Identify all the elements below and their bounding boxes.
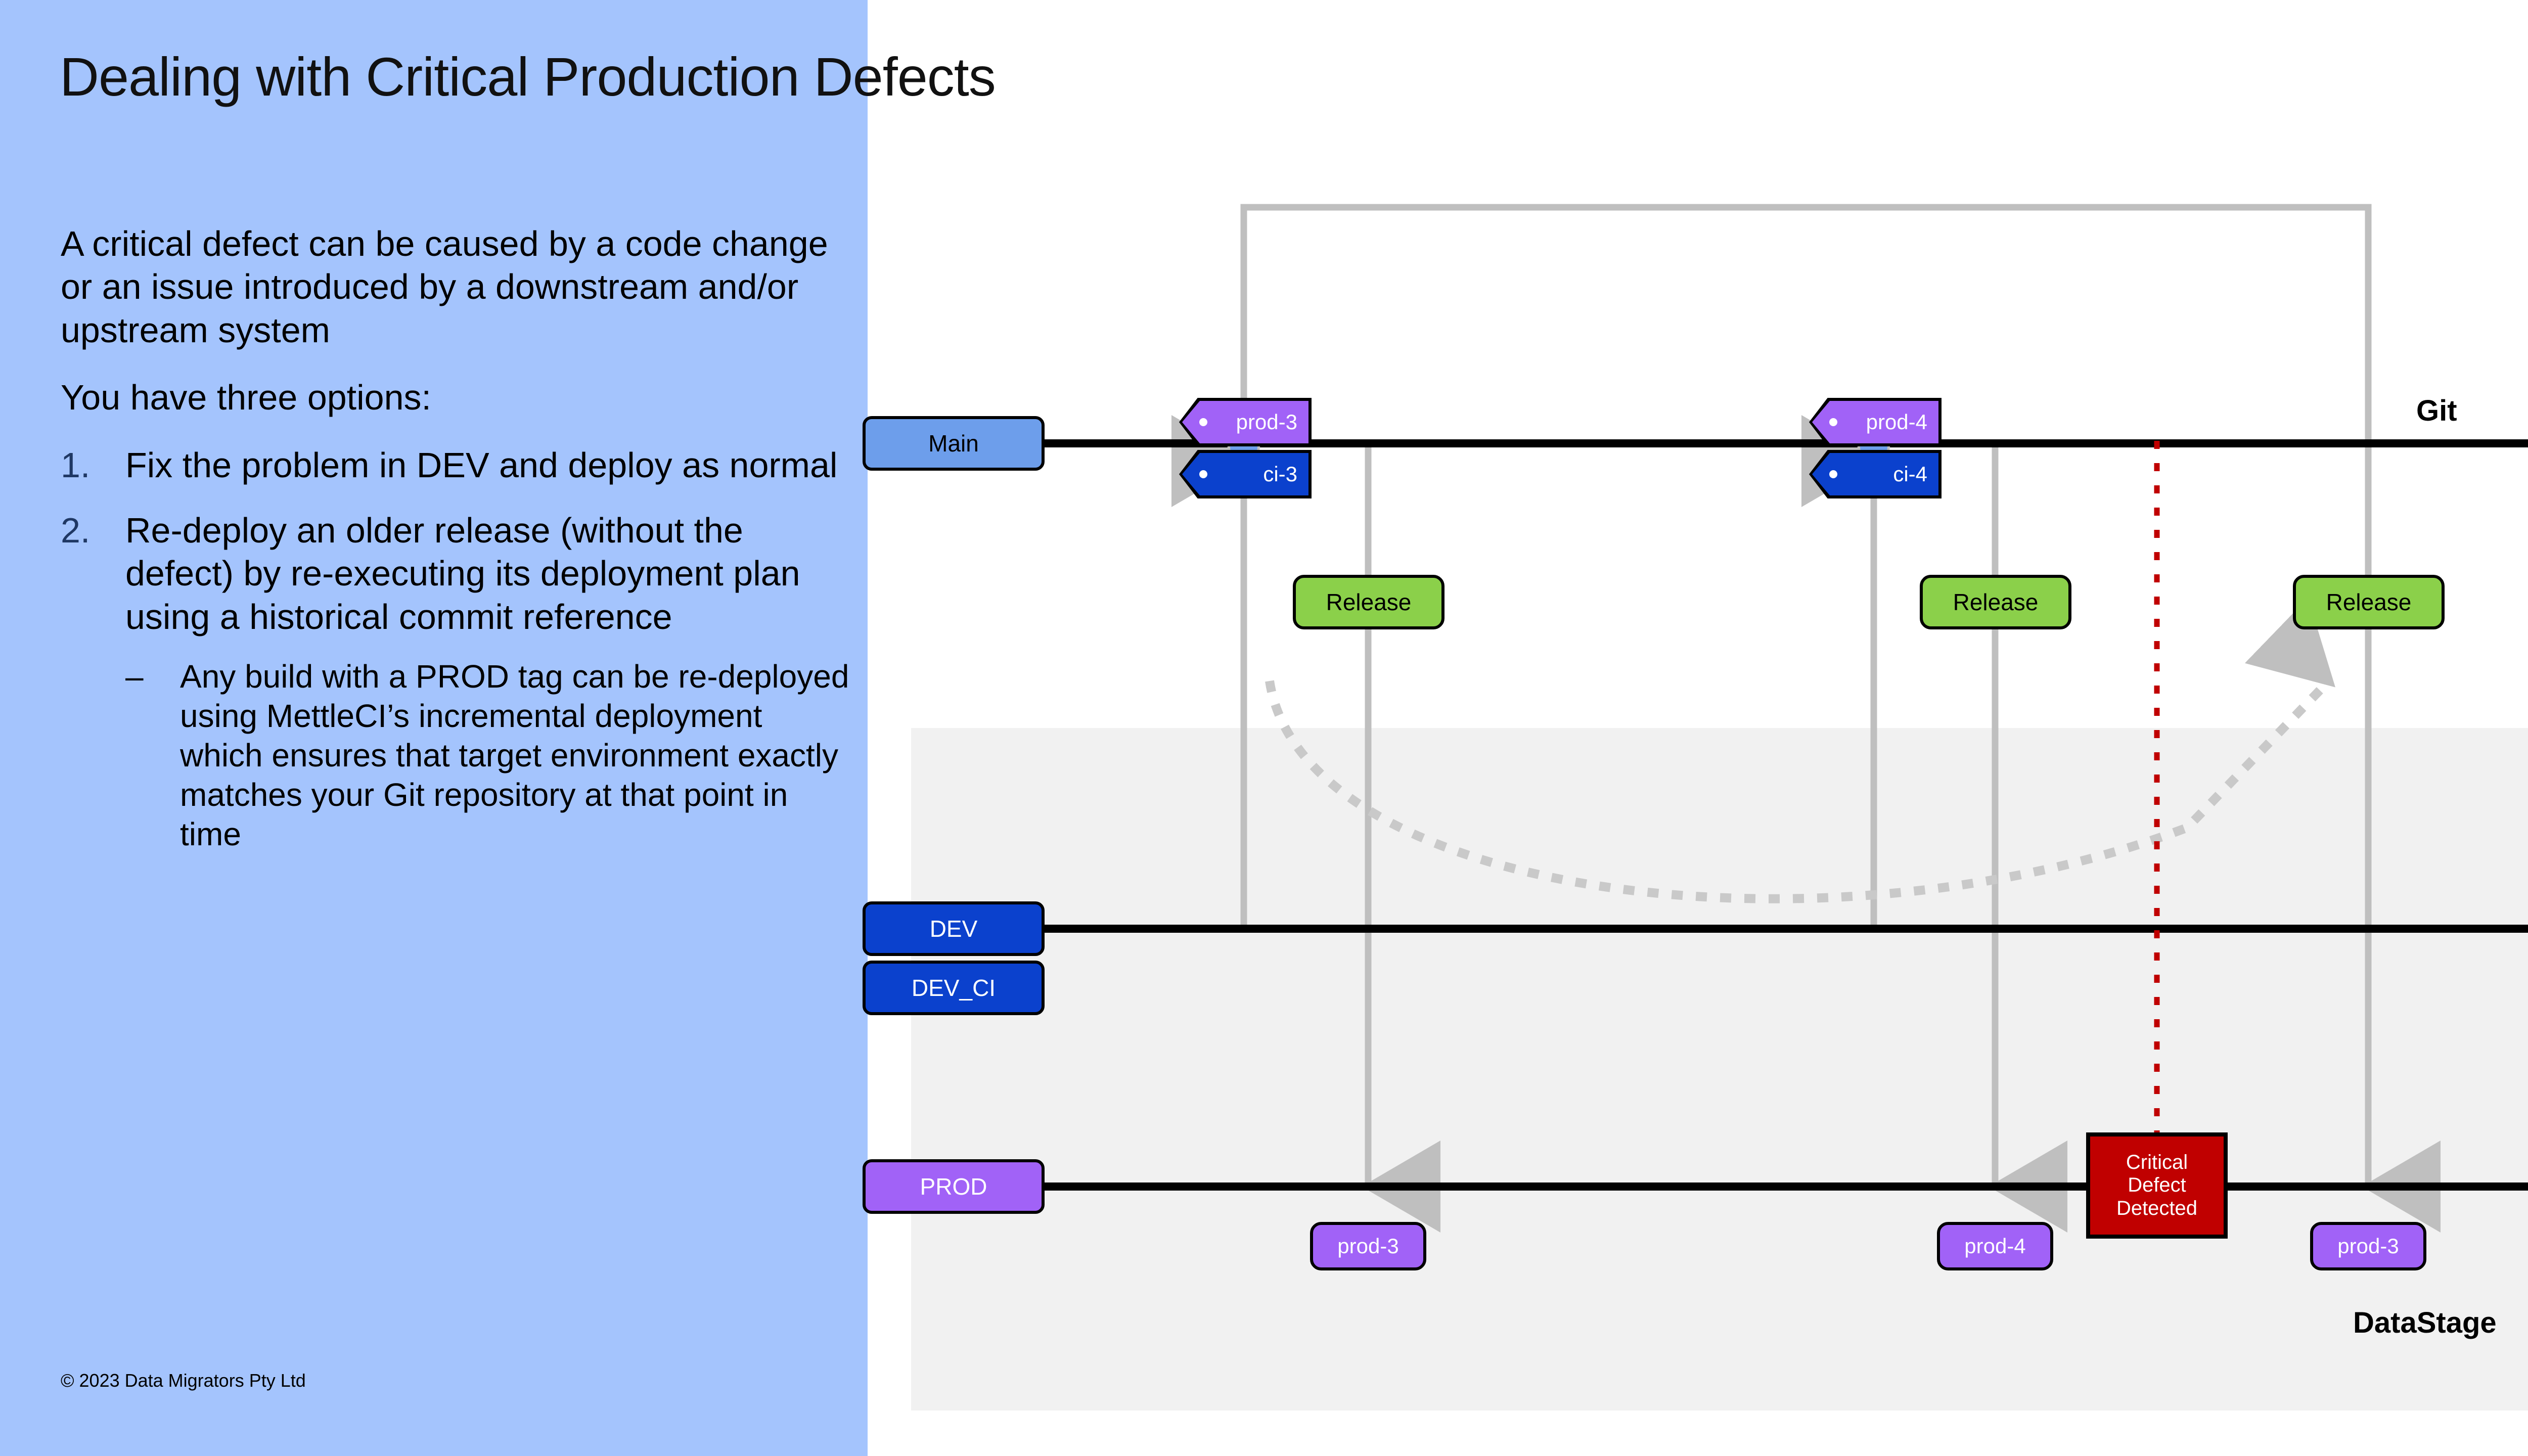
option-number-1: 1.: [61, 445, 91, 485]
git-section-title-text: Git: [2416, 394, 2457, 427]
release-box-3[interactable]: Release: [2293, 575, 2445, 629]
git-tag-ci-4-label: ci-4: [1893, 462, 1927, 486]
sub-bullet-text: Any build with a PROD tag can be re-depl…: [180, 658, 849, 853]
git-tag-dot: [1199, 470, 1207, 478]
git-tag-prod-4-label: prod-4: [1866, 410, 1927, 434]
lead-in-paragraph: You have three options:: [61, 378, 431, 418]
git-tag-dot: [1829, 470, 1837, 478]
critical-defect-line-3: Detected: [2116, 1197, 2198, 1219]
datastage-band: [911, 728, 2528, 1410]
git-tag-prod-4[interactable]: prod-4: [1812, 401, 1938, 443]
sub-bullet-marker: –: [125, 658, 144, 695]
connector-rollback-path: [1240, 204, 2372, 575]
prod-tag-box-3-label: prod-3: [2337, 1234, 2399, 1258]
git-tag-ci-4[interactable]: ci-4: [1812, 453, 1938, 495]
branch-label-dev-text: DEV: [929, 916, 978, 942]
slide-left-panel: Dealing with Critical Production Defects…: [0, 0, 996, 1456]
datastage-section-title: DataStage: [2353, 1306, 2497, 1340]
option-item-2: 2. Re-deploy an older release (without t…: [61, 509, 849, 854]
release-box-3-label: Release: [2326, 589, 2412, 615]
branch-label-dev-ci[interactable]: DEV_CI: [863, 961, 1045, 1015]
prod-tag-box-2[interactable]: prod-4: [1937, 1222, 2053, 1270]
git-datastage-diagram: prod-3 ci-3 prod-4 ci-4 Main DEV DEV_CI …: [863, 175, 2528, 1456]
branch-label-dev-ci-text: DEV_CI: [911, 975, 996, 1001]
git-tag-prod-3-label: prod-3: [1236, 410, 1297, 434]
git-tag-dot: [1199, 418, 1207, 426]
connector-redeploy-curve: [1265, 598, 2335, 903]
datastage-section-title-text: DataStage: [2353, 1306, 2497, 1339]
critical-defect-line-1: Critical: [2126, 1151, 2188, 1173]
option-text-2: Re-deploy an older release (without the …: [125, 510, 800, 636]
git-tag-ci-3-label: ci-3: [1263, 462, 1297, 486]
option-2-sub-list: – Any build with a PROD tag can be re-de…: [125, 657, 849, 854]
release-box-1[interactable]: Release: [1293, 575, 1444, 629]
branch-label-dev[interactable]: DEV: [863, 901, 1045, 956]
option-number-2: 2.: [61, 510, 91, 550]
branch-label-main-text: Main: [928, 430, 979, 457]
page-title: Dealing with Critical Production Defects: [60, 46, 996, 107]
git-tag-ci-3[interactable]: ci-3: [1182, 453, 1308, 495]
branch-label-main[interactable]: Main: [863, 416, 1045, 471]
option-item-1: 1. Fix the problem in DEV and deploy as …: [61, 444, 849, 487]
git-tag-prod-3[interactable]: prod-3: [1182, 401, 1308, 443]
git-section-title: Git: [2416, 394, 2457, 428]
branch-label-prod[interactable]: PROD: [863, 1159, 1045, 1214]
prod-tag-box-1-label: prod-3: [1337, 1234, 1399, 1258]
intro-paragraph: A critical defect can be caused by a cod…: [61, 224, 828, 350]
options-list: 1. Fix the problem in DEV and deploy as …: [61, 444, 849, 854]
prod-tag-box-1[interactable]: prod-3: [1310, 1222, 1426, 1270]
critical-defect-box[interactable]: Critical Defect Detected: [2086, 1132, 2228, 1239]
git-tag-dot: [1829, 418, 1837, 426]
prod-tag-box-3[interactable]: prod-3: [2310, 1222, 2426, 1270]
release-box-2[interactable]: Release: [1920, 575, 2071, 629]
diagram-canvas: [911, 204, 2528, 1410]
copyright-notice: © 2023 Data Migrators Pty Ltd: [61, 1370, 306, 1391]
sub-bullet-item: – Any build with a PROD tag can be re-de…: [125, 657, 849, 854]
body-content: A critical defect can be caused by a cod…: [61, 222, 849, 877]
option-text-1: Fix the problem in DEV and deploy as nor…: [125, 445, 838, 485]
release-box-2-label: Release: [1953, 589, 2039, 615]
prod-tag-box-2-label: prod-4: [1964, 1234, 2026, 1258]
release-box-1-label: Release: [1326, 589, 1412, 615]
critical-defect-line-2: Defect: [2128, 1174, 2186, 1197]
branch-label-prod-text: PROD: [920, 1173, 987, 1200]
